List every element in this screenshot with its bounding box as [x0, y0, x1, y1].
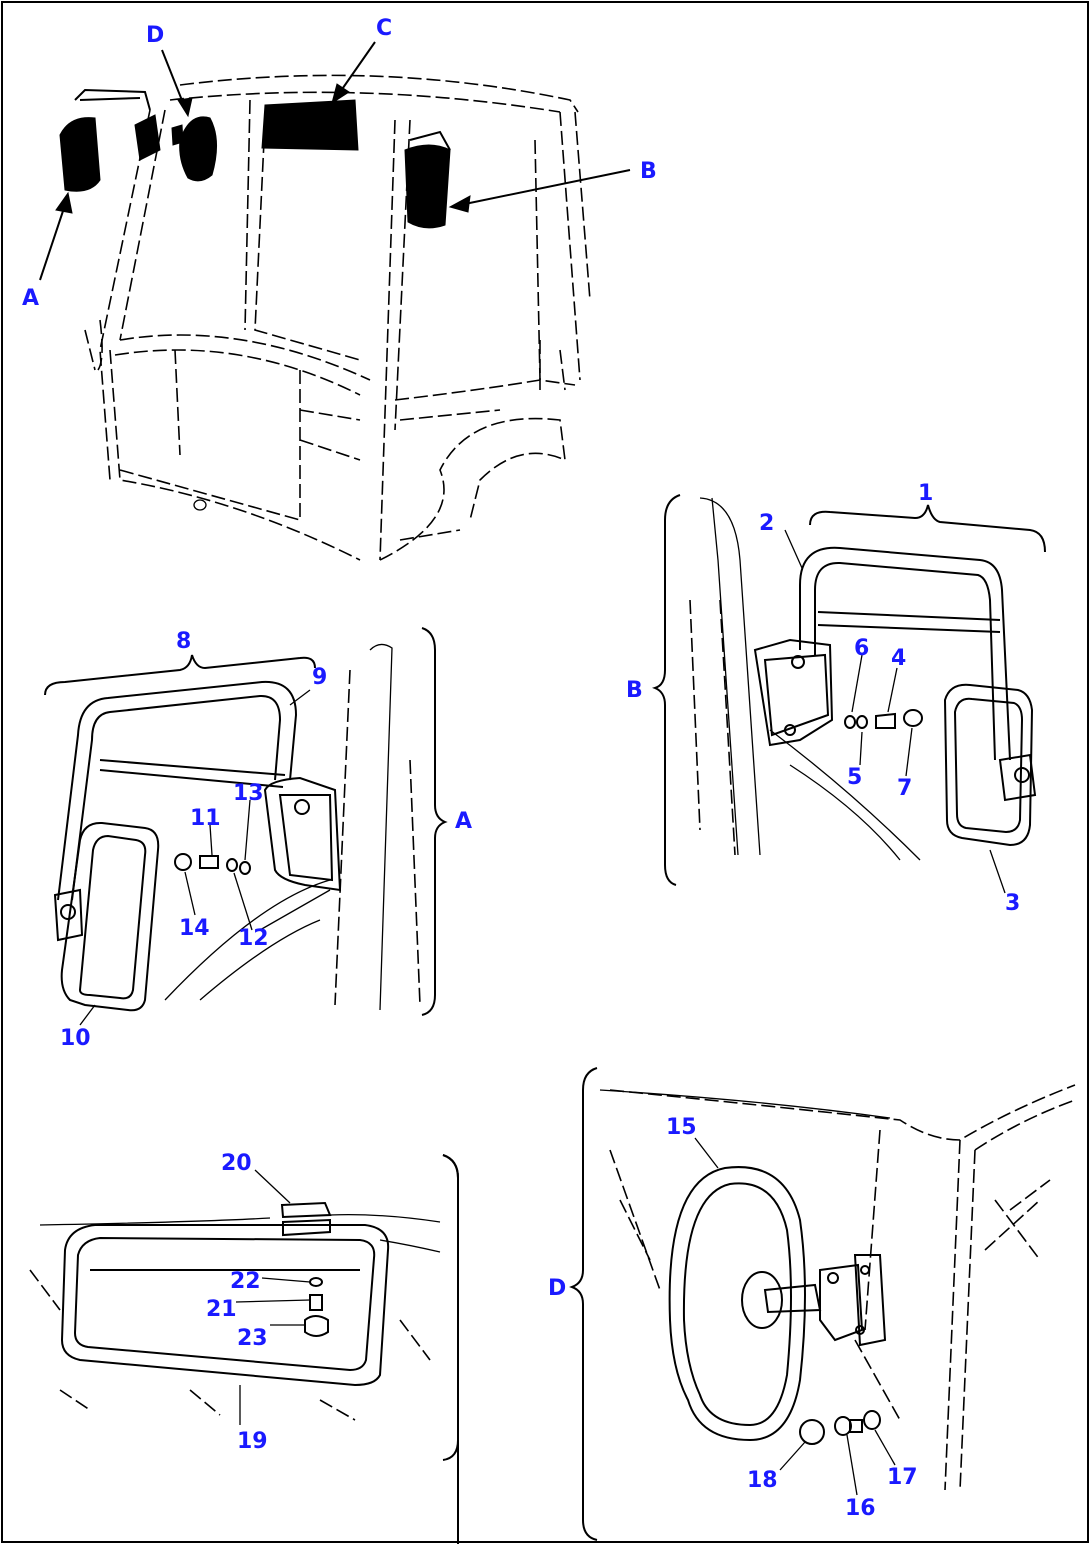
callout-d-bracket: D: [548, 1276, 566, 1301]
arrow-b: [459, 169, 631, 206]
callout-1: 1: [918, 481, 933, 506]
detail-a-left-mirror: 8 A 9 10: [44, 627, 472, 1051]
arrow-c: [337, 41, 376, 96]
callout-11: 11: [190, 806, 221, 831]
callout-7: 7: [897, 776, 912, 801]
detail-c-rear-mirror: C 20 22 21 23 19: [29, 1151, 459, 1549]
callout-13: 13: [233, 781, 264, 806]
callout-6: 6: [854, 636, 869, 661]
arrow-d: [161, 49, 186, 109]
callout-5: 5: [847, 765, 862, 790]
callout-18: 18: [747, 1468, 778, 1493]
callout-b-bracket: B: [626, 678, 643, 703]
callout-14: 14: [179, 916, 210, 941]
callout-overview-d: D: [146, 23, 164, 48]
bracket-a: [421, 627, 448, 1016]
callout-overview-a: A: [22, 286, 39, 311]
callout-16: 16: [845, 1496, 876, 1521]
callout-19: 19: [237, 1429, 268, 1454]
callout-23: 23: [237, 1326, 268, 1351]
callout-10: 10: [60, 1026, 91, 1051]
callout-12: 12: [238, 926, 269, 951]
callout-22: 22: [230, 1269, 261, 1294]
callout-21: 21: [206, 1297, 237, 1322]
callout-17: 17: [887, 1465, 918, 1490]
brace-8: [44, 654, 316, 696]
bracket-d: [569, 1067, 598, 1541]
bracket-b: [651, 494, 681, 886]
callout-3: 3: [1005, 891, 1020, 916]
detail-d-inner-mirror: D 15 18 16 17: [548, 1067, 1076, 1541]
callout-9: 9: [312, 665, 327, 690]
callout-a-bracket: A: [455, 809, 472, 834]
callout-15: 15: [666, 1115, 697, 1140]
callout-20: 20: [221, 1151, 252, 1176]
callout-overview-c: C: [376, 16, 392, 41]
callout-2: 2: [759, 511, 774, 536]
brace-1: [809, 504, 1046, 553]
callout-4: 4: [891, 646, 906, 671]
arrow-a: [39, 204, 66, 281]
cab-overview: A B C D: [22, 16, 657, 561]
callout-8: 8: [176, 629, 191, 654]
detail-b-right-mirror: B 1 2 3: [626, 481, 1046, 916]
callout-overview-b: B: [640, 159, 657, 184]
